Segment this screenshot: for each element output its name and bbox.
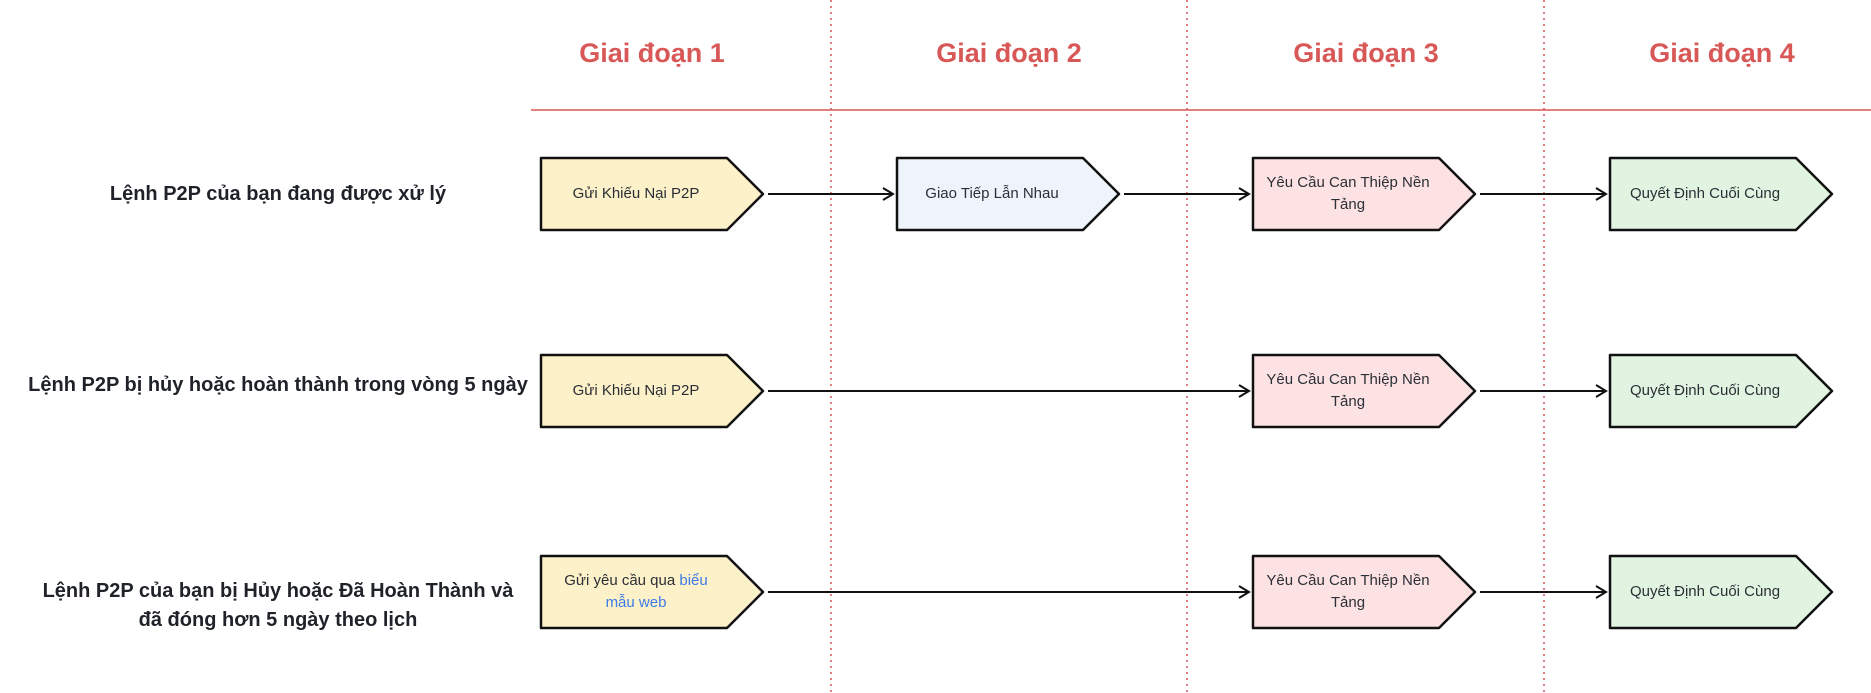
row-label-processing: Lệnh P2P của bạn đang được xử lý — [109, 183, 447, 205]
node-text: Giao Tiếp Lẫn Nhau — [925, 185, 1059, 202]
stage-header-1: Giai đoạn 1 — [579, 38, 725, 68]
node-text: Gửi Khiếu Nại P2P — [572, 185, 700, 202]
node-label-r1-stage2: Giao Tiếp Lẫn Nhau — [897, 158, 1087, 230]
node-label-r2-stage1: Gửi Khiếu Nại P2P — [541, 355, 731, 427]
node-text: Yêu Cầu Can Thiệp Nền Tảng — [1266, 371, 1430, 410]
node-text: Gửi Khiếu Nại P2P — [572, 382, 700, 399]
node-text: Yêu Cầu Can Thiệp Nền Tảng — [1266, 174, 1430, 213]
stage-header-3: Giai đoạn 3 — [1293, 38, 1439, 68]
process-node-r3-stage1 — [539, 554, 765, 630]
row-label-within-5-days: Lệnh P2P bị hủy hoặc hoàn thành trong vò… — [28, 374, 528, 396]
process-node-r1-stage3 — [1251, 156, 1477, 232]
node-text: Quyết Định Cuối Cùng — [1629, 382, 1781, 399]
process-node-r3-stage4 — [1608, 554, 1834, 630]
process-node-r1-stage4 — [1608, 156, 1834, 232]
node-text: Quyết Định Cuối Cùng — [1629, 583, 1781, 600]
web-form-link[interactable]: biểu mẫu web — [605, 572, 708, 611]
node-text: Yêu Cầu Can Thiệp Nền Tảng — [1266, 572, 1430, 611]
row-label-over-5-days: Lệnh P2P của bạn bị Hủy hoặc Đã Hoàn Thà… — [28, 577, 528, 635]
node-label-r2-stage3: Yêu Cầu Can Thiệp Nền Tảng — [1253, 355, 1443, 427]
node-label-r1-stage4: Quyết Định Cuối Cùng — [1610, 158, 1800, 230]
process-node-r1-stage2 — [895, 156, 1121, 232]
node-label-r3-stage1: Gửi yêu cầu qua biểu mẫu web — [541, 556, 731, 628]
row-label-over-5-days-line-2: đã đóng hơn 5 ngày theo lịch — [138, 609, 418, 631]
node-text: Quyết Định Cuối Cùng — [1629, 185, 1781, 202]
node-label-r2-stage4: Quyết Định Cuối Cùng — [1610, 355, 1800, 427]
process-node-r2-stage1 — [539, 353, 765, 429]
node-label-r3-stage3: Yêu Cầu Can Thiệp Nền Tảng — [1253, 556, 1443, 628]
process-node-r2-stage3 — [1251, 353, 1477, 429]
process-node-r3-stage3 — [1251, 554, 1477, 630]
process-node-r1-stage1 — [539, 156, 765, 232]
stage-header-4: Giai đoạn 4 — [1649, 38, 1795, 68]
node-label-r1-stage1: Gửi Khiếu Nại P2P — [541, 158, 731, 230]
node-text: Gửi yêu cầu qua biểu mẫu web — [564, 572, 708, 611]
node-label-r1-stage3: Yêu Cầu Can Thiệp Nền Tảng — [1253, 158, 1443, 230]
process-node-r2-stage4 — [1608, 353, 1834, 429]
stage-header-2: Giai đoạn 2 — [936, 38, 1082, 68]
node-label-r3-stage4: Quyết Định Cuối Cùng — [1610, 556, 1800, 628]
row-label-over-5-days-line-1: Lệnh P2P của bạn bị Hủy hoặc Đã Hoàn Thà… — [42, 580, 514, 602]
